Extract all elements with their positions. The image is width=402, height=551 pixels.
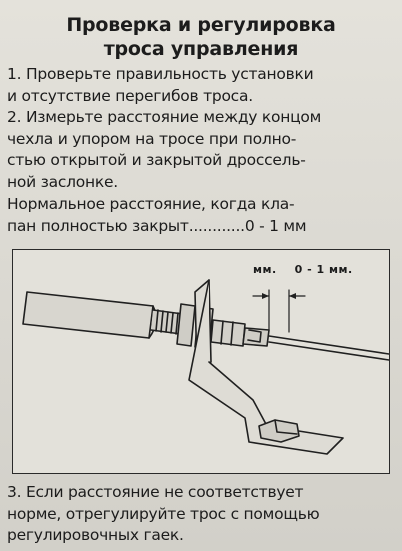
step-2-line-1: 2. Измерьте расстояние между концом <box>7 108 322 126</box>
step-2-line-3: стью открытой и закрытой дроссель- <box>7 151 306 170</box>
normal-distance-line-1: Нормальное расстояние, когда кла- <box>7 195 295 213</box>
step-2-line-2: чехла и упором на тросе при полно- <box>7 129 297 148</box>
step-2-paragraph: 2. Измерьте расстояние между концом чехл… <box>7 107 399 193</box>
section-subtitle: троса управления <box>103 38 299 60</box>
cable-adjustment-figure <box>12 249 390 474</box>
cable-sheath <box>22 291 154 339</box>
step-3-line-2: норме, отрегулируйте трос с помощью <box>7 504 320 523</box>
step-3-paragraph: 3. Если расстояние не соответствует норм… <box>7 482 399 547</box>
step-3-line-1: 3. Если расстояние не соответствует <box>7 483 304 501</box>
step-1-line-1: 1. Проверьте правильность установки <box>7 65 314 83</box>
dimension-value: 0 - 1 мм. <box>294 263 353 276</box>
cable-drawing <box>22 279 389 455</box>
mounting-bracket <box>188 279 344 455</box>
dimension-label: мм. 0 - 1 мм. <box>253 263 353 276</box>
section-title: Проверка и регулировка <box>66 14 336 36</box>
inner-cable <box>268 335 389 355</box>
step-1-paragraph: 1. Проверьте правильность установки и от… <box>7 64 399 107</box>
step-2-line-4: ной заслонке. <box>7 172 118 191</box>
cable-stop <box>242 327 270 347</box>
sheath-end <box>210 319 246 347</box>
step-1-line-2: и отсутствие перегибов троса. <box>7 86 253 105</box>
adjusting-nut-1 <box>176 303 196 347</box>
normal-distance-paragraph: Нормальное расстояние, когда кла- пан по… <box>7 194 399 237</box>
bracket-bolt <box>258 419 300 443</box>
step-3-line-3: регулировочных гаек. <box>7 526 184 545</box>
dimension-unit: мм. <box>253 263 277 276</box>
normal-distance-line-2: пан полностью закрыт............0 - 1 мм <box>7 216 307 235</box>
